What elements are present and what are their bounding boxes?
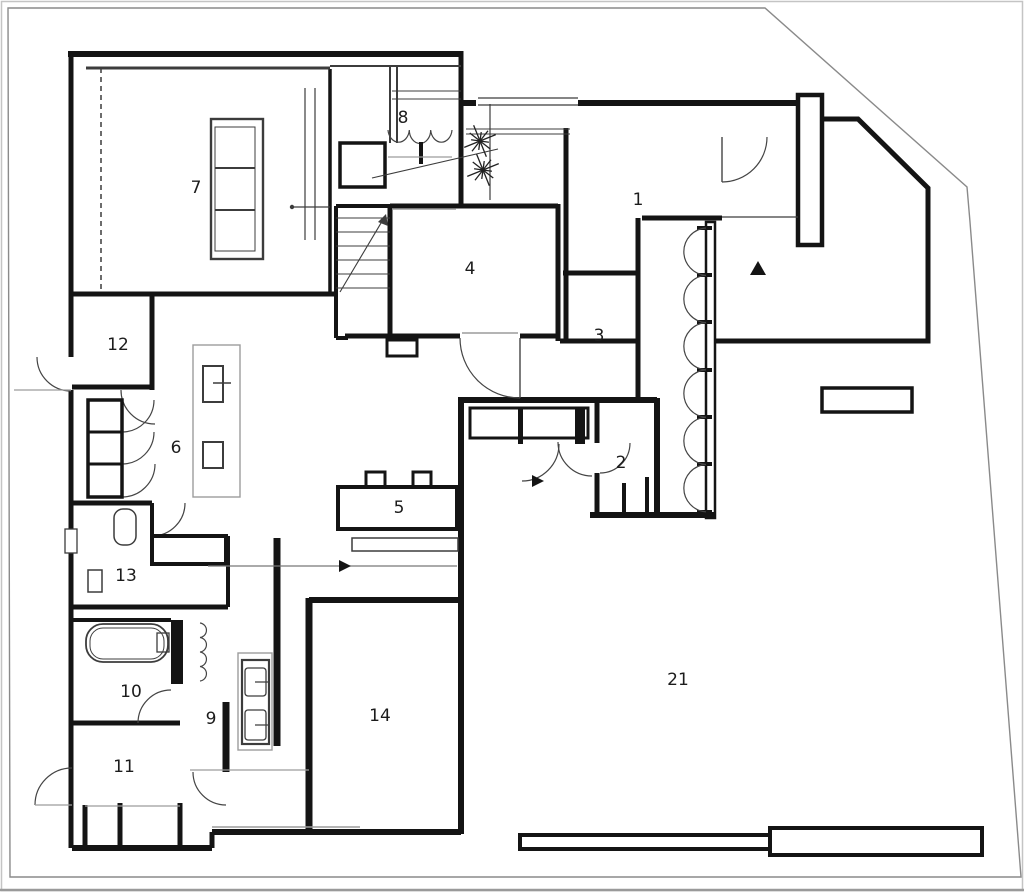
doors [14,129,768,806]
sofa [209,117,265,261]
fixtures [64,66,518,828]
room-label-21: 21 [667,670,689,690]
room-label-3: 3 [594,326,605,346]
room-label-7: 7 [191,178,202,198]
room-label-11: 11 [113,757,135,777]
flow-arrow-icon [339,560,351,572]
plant-icon [466,153,500,187]
room-label-4: 4 [465,259,476,279]
room-label-9: 9 [206,709,217,729]
bathtub [85,623,170,663]
island-cabinet-sink [192,344,241,498]
entry-door-panel [419,142,423,164]
room-label-10: 10 [120,682,142,702]
stair-direction-arrow-icon [378,214,388,226]
kitchen-counter [336,470,459,552]
room-label-1: 1 [633,190,644,210]
double-sink-vanity [237,652,273,751]
entrance-arrow-icon [532,475,544,487]
property-boundary [7,7,1022,878]
room-label-14: 14 [369,706,391,726]
room-label-13: 13 [115,566,137,586]
room-label-2: 2 [616,453,627,473]
exterior-walls [68,51,984,857]
room-label-5: 5 [394,498,405,518]
interior-walls [72,65,798,848]
floor-transition-lines [85,208,518,828]
room-label-12: 12 [107,335,129,355]
plant-icon [463,124,497,158]
wardrobe-closet [86,398,124,499]
stairs [334,204,419,358]
toilet [64,508,228,593]
north-triangle-icon [750,261,766,275]
symbols [339,124,766,572]
room-label-8: 8 [398,108,409,128]
room-label-6: 6 [171,438,182,458]
